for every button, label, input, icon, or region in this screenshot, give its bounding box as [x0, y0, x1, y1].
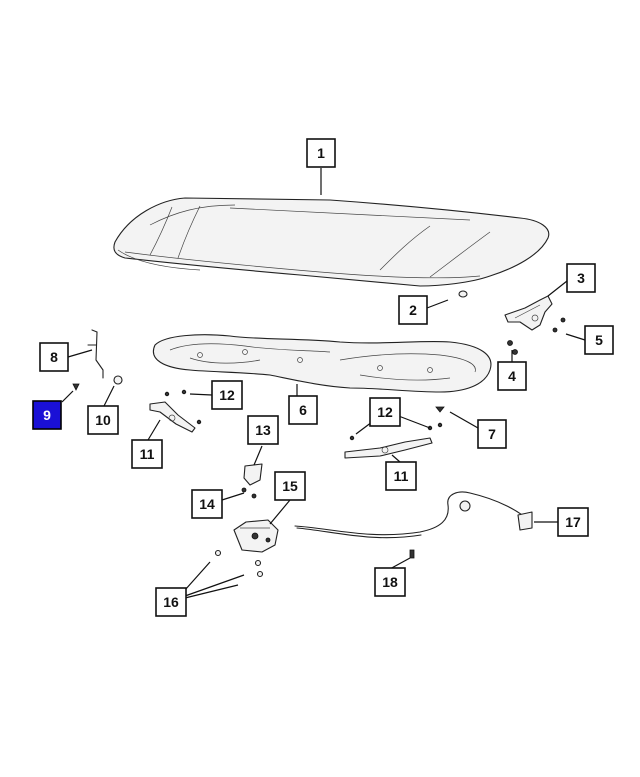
hinge-bolts[interactable]: [552, 317, 566, 333]
callout-13: 13: [247, 415, 279, 445]
callout-9: 9: [32, 400, 62, 430]
callout-7-label: 7: [488, 426, 496, 442]
callout-1: 1: [306, 138, 336, 168]
callout-6-label: 6: [299, 402, 307, 418]
screws-left[interactable]: [164, 389, 202, 425]
hood-insulator[interactable]: [152, 334, 492, 393]
latch-nuts[interactable]: [214, 549, 264, 578]
callout-6: 6: [288, 395, 318, 425]
callout-9-label: 9: [43, 407, 51, 423]
callout-2: 2: [398, 295, 428, 325]
callout-3-label: 3: [577, 270, 585, 286]
callout-7: 7: [477, 419, 507, 449]
hood-hinge[interactable]: [504, 295, 553, 331]
callout-14: 14: [191, 489, 223, 519]
callout-2-label: 2: [409, 302, 417, 318]
callout-4-label: 4: [508, 368, 516, 384]
callout-10-label: 10: [95, 412, 111, 428]
callout-15: 15: [274, 471, 306, 501]
callout-11-right: 11: [385, 461, 417, 491]
hood-latch[interactable]: [233, 519, 279, 553]
callout-12-right-label: 12: [377, 404, 393, 420]
callout-11-left-label: 11: [140, 446, 155, 462]
callout-18-label: 18: [382, 574, 398, 590]
callout-12-right: 12: [369, 397, 401, 427]
callout-12-left: 12: [211, 380, 243, 410]
callout-12-left-label: 12: [219, 387, 235, 403]
callout-13-label: 13: [255, 422, 271, 438]
callout-8: 8: [39, 342, 69, 372]
prop-rod-grommet[interactable]: [113, 375, 123, 385]
support-bracket-left[interactable]: [149, 401, 196, 433]
hood-release-cable[interactable]: [294, 491, 533, 539]
callout-11-right-label: 11: [394, 468, 409, 484]
latch-bracket[interactable]: [243, 463, 263, 486]
callout-14-label: 14: [199, 496, 215, 512]
push-pin[interactable]: [72, 383, 80, 391]
callout-5-label: 5: [595, 332, 603, 348]
hood-panel[interactable]: [113, 197, 550, 287]
callout-4: 4: [497, 361, 527, 391]
callout-5: 5: [584, 325, 614, 355]
cable-clip[interactable]: [409, 549, 415, 559]
callout-11-left: 11: [131, 439, 163, 469]
support-bracket-right[interactable]: [344, 437, 433, 459]
callout-8-label: 8: [50, 349, 58, 365]
hood-bumper[interactable]: [458, 290, 468, 298]
callout-18: 18: [374, 567, 406, 597]
insulator-clip[interactable]: [435, 406, 445, 413]
callout-17-label: 17: [565, 514, 581, 530]
latch-bolts[interactable]: [241, 487, 257, 499]
callout-16-label: 16: [163, 594, 179, 610]
callout-1-label: 1: [317, 145, 325, 161]
callout-17: 17: [557, 507, 589, 537]
callout-3: 3: [566, 263, 596, 293]
callout-16: 16: [155, 587, 187, 617]
callout-15-label: 15: [282, 478, 298, 494]
prop-rod[interactable]: [87, 329, 104, 379]
callout-10: 10: [87, 405, 119, 435]
